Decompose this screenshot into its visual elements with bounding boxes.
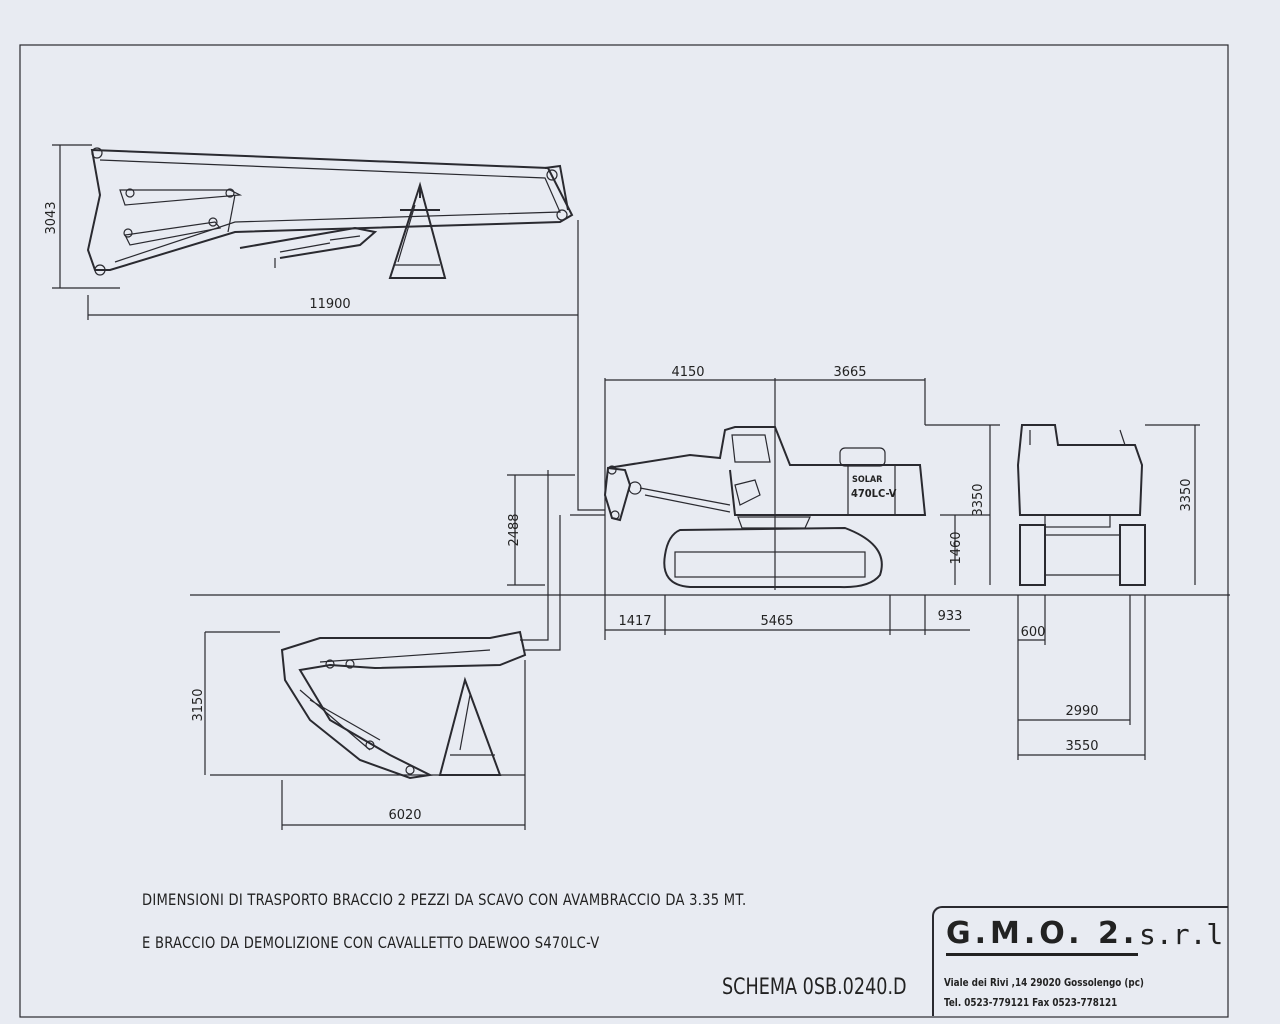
schema-number: SCHEMA 0SB.0240.D [722,975,907,1000]
dim-top-boom-length: 11900 [309,297,350,312]
demolition-boom-drawing [210,630,527,780]
dim-demolition-boom-height: 3150 [191,688,206,721]
excavator-side-view: SOLAR 470LC-V [603,378,927,590]
dim-side-body-clearance: 1460 [949,531,964,564]
dim-side-rear: 3665 [833,365,866,380]
dim-front-to-track: 1417 [618,614,651,629]
dim-track-shoe-width: 600 [1021,625,1046,640]
machine-badge-model: 470LC-V [851,487,897,500]
dim-tail-overhang: 933 [938,609,963,624]
excavator-front-view [1016,424,1146,586]
company-phone: Tel. 0523-779121 Fax 0523-778121 [944,996,1118,1009]
dim-boom-connection-height: 2488 [507,513,522,546]
dim-overall-width: 3550 [1065,739,1098,754]
dim-track-length: 5465 [760,614,793,629]
dim-top-boom-height: 3043 [44,201,59,234]
dim-side-height: 3350 [971,483,986,516]
caption-line-1: DIMENSIONI DI TRASPORTO BRACCIO 2 PEZZI … [142,890,747,909]
drawing-frame [19,44,1229,1018]
machine-badge-brand: SOLAR [852,475,883,485]
company-address: Viale dei Rivi ,14 29020 Gossolengo (pc) [944,976,1144,989]
dim-track-gauge: 2990 [1065,704,1098,719]
company-suffix: s.r.l [1139,918,1224,951]
dim-side-front-overhang: 4150 [671,365,704,380]
caption-line-2: E BRACCIO DA DEMOLIZIONE CON CAVALLETTO … [142,933,600,952]
excavation-boom-drawing [52,144,579,320]
title-block: G.M.O. 2. s.r.l Viale dei Rivi ,14 29020… [932,906,1228,1016]
company-logo: G.M.O. 2. [946,916,1139,956]
dim-demolition-boom-length: 6020 [388,808,421,823]
dim-front-height: 3350 [1179,478,1194,511]
